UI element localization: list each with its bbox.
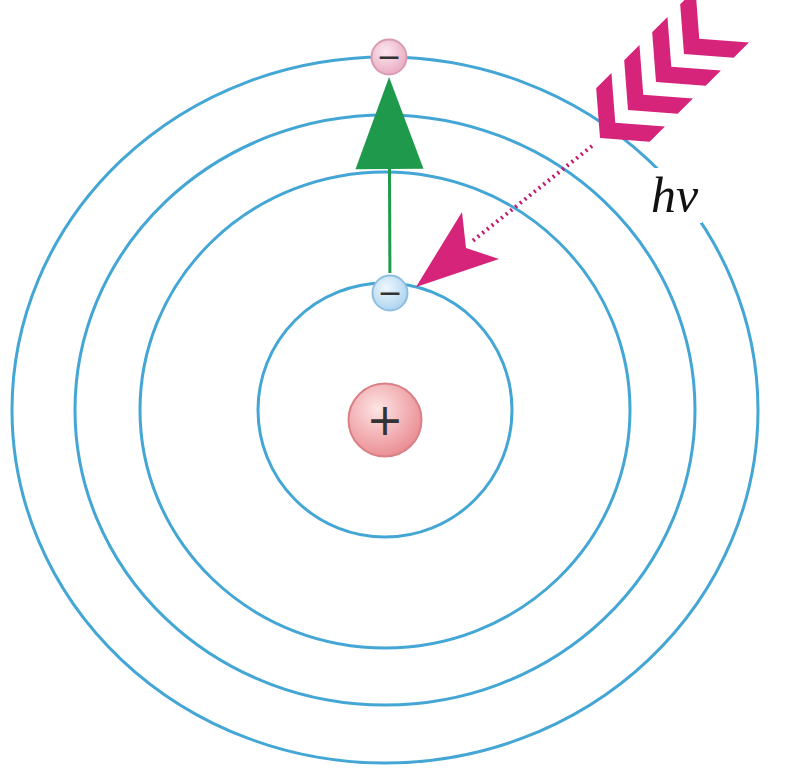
photon-chevrons	[573, 0, 749, 165]
orbit-ring	[75, 115, 695, 705]
orbit-ring	[12, 57, 758, 763]
charge-sign: −	[377, 278, 402, 308]
nucleus: +	[347, 382, 423, 458]
orbit-rings	[12, 57, 758, 763]
node-circle	[373, 276, 408, 311]
charge-sign: −	[376, 42, 401, 72]
excited-electron: −	[370, 38, 408, 76]
ground-electron: −	[371, 274, 409, 312]
arrow-head	[355, 77, 423, 169]
orbit-ring	[258, 283, 512, 537]
orbit-ring	[140, 172, 630, 648]
chevron	[629, 17, 721, 109]
chevron	[601, 45, 693, 137]
photon-energy-label: hν	[647, 168, 702, 223]
node-circle	[372, 40, 407, 75]
chevron	[657, 0, 749, 81]
photon-arrowhead	[416, 212, 499, 287]
transition-arrow	[355, 77, 423, 273]
photon-path	[470, 146, 592, 243]
charge-sign: +	[367, 398, 404, 442]
node-circle	[349, 384, 422, 457]
arrow-shaft	[388, 165, 391, 273]
